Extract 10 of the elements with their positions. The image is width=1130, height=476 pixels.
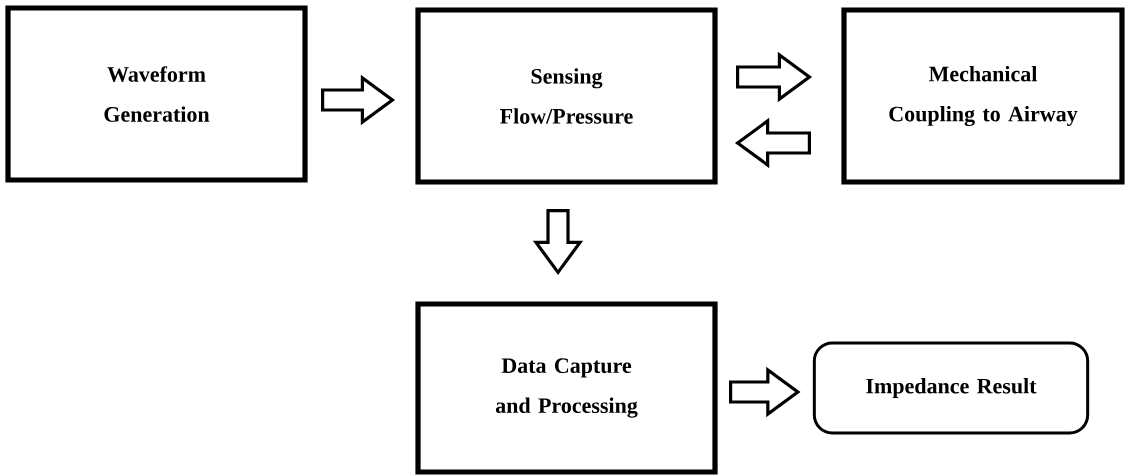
process-box: Mechanical Coupling to Airway — [841, 7, 1125, 185]
block-arrow — [321, 74, 396, 126]
process-box: Waveform Generation — [5, 5, 308, 183]
process-box: Data Capture and Processing — [415, 301, 718, 475]
block-arrow — [729, 366, 801, 418]
block-arrow — [532, 209, 584, 276]
block-arrow — [736, 51, 813, 103]
block-arrow — [734, 117, 811, 169]
process-box: Sensing Flow/Pressure — [415, 7, 718, 185]
result-box: Impedance Result — [812, 341, 1090, 435]
